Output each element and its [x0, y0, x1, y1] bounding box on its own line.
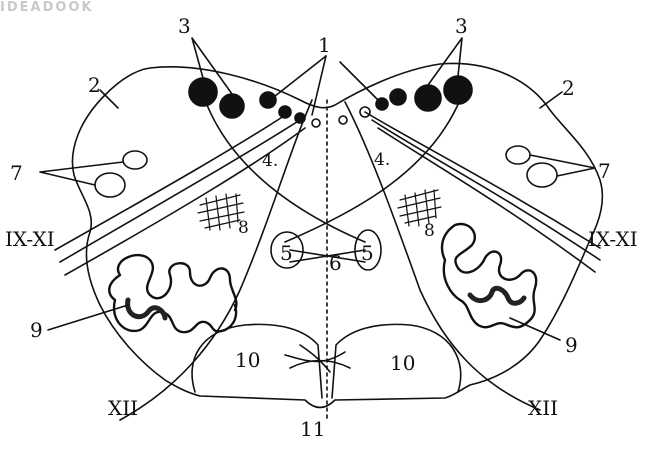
- label-10-left: 10: [235, 348, 260, 372]
- pointer-7-right: [530, 155, 595, 176]
- label-2-right: 2: [562, 76, 575, 100]
- label-3-right: 3: [455, 14, 468, 38]
- label-ixxi-left: IX-XI: [5, 227, 55, 251]
- label-2-left: 2: [88, 73, 101, 97]
- label-9-left: 9: [30, 318, 43, 342]
- ixxi-left-1: [55, 112, 290, 250]
- olive-9-right-inner: [470, 288, 524, 303]
- label-4-left: 4.: [262, 151, 278, 171]
- label-8-right: 8: [424, 221, 435, 241]
- nucleus-3-left-e: [295, 113, 305, 123]
- label-xii-right: XII: [528, 396, 558, 420]
- label-xii-left: XII: [108, 396, 138, 420]
- label-11: 11: [300, 417, 325, 441]
- label-ixxi-right: IX-XI: [588, 227, 638, 251]
- label-5-left: 5: [280, 241, 293, 265]
- olive-9-right: [442, 224, 536, 327]
- ixxi-right-3: [378, 128, 595, 272]
- olive-9-left-inner: [128, 300, 165, 318]
- nucleus-7-right-b: [527, 163, 557, 187]
- nucleus-3-left-f: [312, 119, 320, 127]
- watermark: IDEADOOK: [0, 0, 94, 15]
- nucleus-3-left-d: [279, 106, 291, 118]
- label-7-right: 7: [598, 159, 611, 183]
- nucleus-3-right-c: [390, 89, 406, 105]
- nucleus-3-right-a: [444, 76, 472, 104]
- nucleus-3-left-b: [220, 94, 244, 118]
- label-3-left: 3: [178, 14, 191, 38]
- label-10-right: 10: [390, 351, 415, 375]
- label-4-right: 4.: [374, 150, 390, 170]
- nucleus-7-left-a: [123, 151, 147, 169]
- label-1: 1: [318, 33, 331, 57]
- label-8-left: 8: [238, 218, 249, 238]
- pointer-2-left: [100, 90, 118, 108]
- nucleus-7-right-a: [506, 146, 530, 164]
- label-7-left: 7: [10, 161, 23, 185]
- pointer-9-right: [510, 318, 560, 340]
- label-9-right: 9: [565, 333, 578, 357]
- cross-6: [290, 250, 365, 262]
- pointer-1-right: [340, 62, 378, 100]
- nucleus-3-left-c: [260, 92, 276, 108]
- nucleus-3-left-a: [189, 78, 217, 106]
- label-6: 6: [329, 251, 342, 275]
- nucleus-3-right-b: [415, 85, 441, 111]
- nucleus-3-right-f: [339, 116, 347, 124]
- olive-9-left: [109, 255, 236, 332]
- nucleus-7-left-b: [95, 173, 125, 197]
- ixxi-right-1: [365, 112, 600, 248]
- decussation-11: [285, 345, 350, 372]
- label-5-right: 5: [361, 241, 374, 265]
- ixxi-right-2: [372, 120, 600, 260]
